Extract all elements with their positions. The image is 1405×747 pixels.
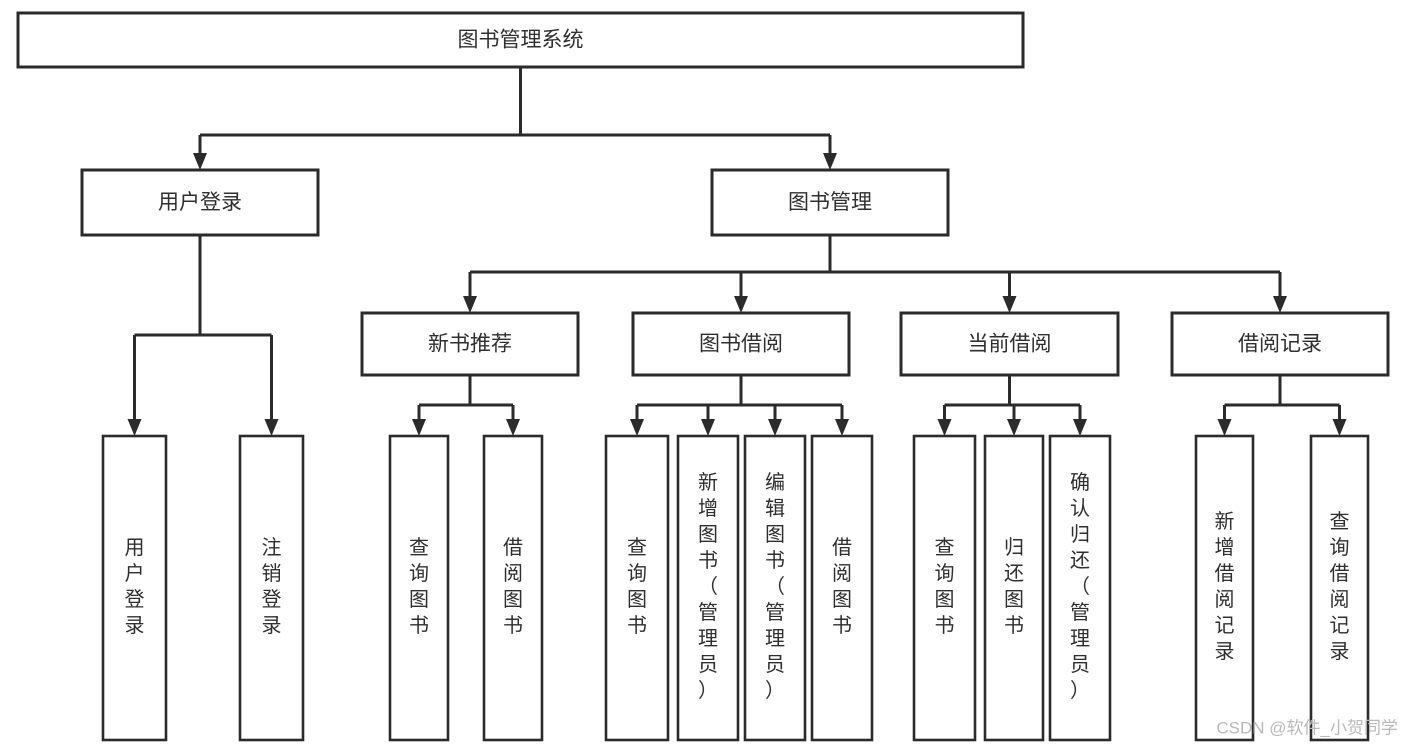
arrow-new-book-recommend [463,296,477,313]
node-book-manage[interactable]: 图书管理 [710,168,950,237]
node-label-current-confirm-return: 确认归还（管理员） [1070,471,1090,702]
node-box-book-manage [710,168,950,237]
arrow-book-borrow [734,296,748,313]
arrow-recommend-borrow-book [506,419,520,436]
node-current-confirm-return[interactable]: 确认归还（管理员） [1048,434,1112,742]
node-box-current-confirm-return [1048,434,1112,742]
node-box-user-login [80,168,320,237]
node-label-root: 图书管理系统 [458,29,584,52]
node-record-query[interactable]: 查询借阅记录 [1309,434,1370,742]
node-label-user-logout: 注销登录 [262,536,282,637]
node-label-current-return-book: 归还图书 [1004,536,1024,637]
node-label-current-borrow: 当前借阅 [968,333,1052,356]
node-box-borrow-edit-book [743,434,807,742]
node-box-borrow-record [1170,311,1390,377]
node-box-borrow-query-book [604,434,670,742]
node-current-return-book[interactable]: 归还图书 [983,434,1045,742]
arrow-record-query [1332,419,1347,436]
arrow-borrow-query-book [630,419,644,436]
node-label-borrow-query-book: 查询图书 [627,536,647,637]
node-box-recommend-borrow-book [482,434,544,742]
node-borrow-add-book[interactable]: 新增图书（管理员） [676,434,740,742]
node-label-record-add: 新增借阅记录 [1215,510,1235,663]
node-new-book-recommend[interactable]: 新书推荐 [360,311,580,377]
node-current-borrow[interactable]: 当前借阅 [899,311,1120,377]
node-root[interactable]: 图书管理系统 [16,11,1025,69]
node-book-borrow[interactable]: 图书借阅 [631,311,851,377]
node-label-current-query-book: 查询图书 [935,536,955,637]
node-box-record-add [1194,434,1255,742]
arrow-borrow-add-book [701,419,715,436]
node-borrow-query-book[interactable]: 查询图书 [604,434,670,742]
arrow-current-confirm-return [1073,419,1087,436]
node-box-user-login-do [101,434,168,742]
node-label-book-borrow: 图书借阅 [699,333,783,356]
nodes-layer: 图书管理系统用户登录用户登录注销登录图书管理新书推荐查询图书借阅图书图书借阅查询… [16,11,1390,742]
arrow-current-return-book [1007,419,1021,436]
arrow-current-query-book [937,419,952,436]
node-box-current-query-book [912,434,977,742]
node-record-add[interactable]: 新增借阅记录 [1194,434,1255,742]
node-recommend-borrow-book[interactable]: 借阅图书 [482,434,544,742]
node-box-record-query [1309,434,1370,742]
node-box-root [16,11,1025,69]
arrow-borrow-record [1273,296,1287,313]
node-label-borrow-edit-book: 编辑图书（管理员） [765,471,785,702]
node-label-recommend-query-book: 查询图书 [409,536,429,637]
arrow-book-manage [823,153,837,170]
node-borrow-borrow-book[interactable]: 借阅图书 [810,434,874,742]
node-recommend-query-book[interactable]: 查询图书 [388,434,450,742]
node-label-borrow-record: 借阅记录 [1238,333,1322,356]
node-box-recommend-query-book [388,434,450,742]
node-borrow-edit-book[interactable]: 编辑图书（管理员） [743,434,807,742]
arrow-record-add [1217,419,1232,436]
node-box-new-book-recommend [360,311,580,377]
node-box-book-borrow [631,311,851,377]
node-label-recommend-borrow-book: 借阅图书 [503,536,523,637]
node-box-current-return-book [983,434,1045,742]
arrow-recommend-query-book [412,419,426,436]
edges-layer [127,67,1347,436]
csdn-watermark: CSDN @软件_小贺同学 [1216,718,1398,737]
node-label-borrow-add-book: 新增图书（管理员） [698,471,718,702]
node-label-user-login: 用户登录 [158,191,242,214]
node-label-record-query: 查询借阅记录 [1330,510,1350,663]
node-box-user-logout [238,434,305,742]
node-label-user-login-do: 用户登录 [125,537,145,637]
node-user-login-do[interactable]: 用户登录 [101,434,168,742]
arrow-borrow-borrow-book [835,419,849,436]
node-label-book-manage: 图书管理 [788,191,872,214]
node-label-borrow-borrow-book: 借阅图书 [832,536,852,637]
node-box-borrow-borrow-book [810,434,874,742]
node-current-query-book[interactable]: 查询图书 [912,434,977,742]
arrow-user-logout [264,419,279,436]
arrow-current-borrow [1002,296,1017,313]
node-box-borrow-add-book [676,434,740,742]
arrow-borrow-edit-book [768,419,782,436]
node-box-current-borrow [899,311,1120,377]
node-label-new-book-recommend: 新书推荐 [428,333,512,356]
arrow-user-login-do [127,419,142,436]
node-user-login[interactable]: 用户登录 [80,168,320,237]
arrow-user-login [193,153,207,170]
node-borrow-record[interactable]: 借阅记录 [1170,311,1390,377]
node-user-logout[interactable]: 注销登录 [238,434,305,742]
